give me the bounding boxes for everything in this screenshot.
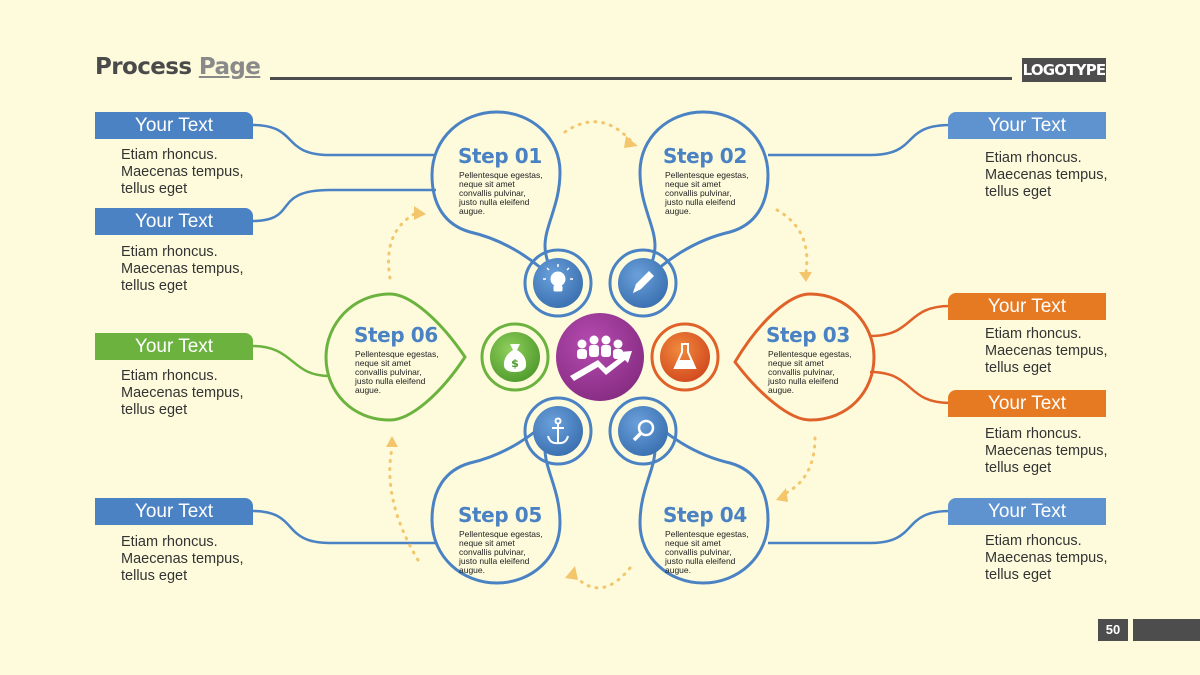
flow-arrow	[388, 446, 420, 562]
flask-icon	[673, 343, 697, 369]
icon-ring	[608, 396, 678, 466]
callout-text: Etiam rhoncus. Maecenas tempus, tellus e…	[121, 244, 244, 294]
step-loop-05	[430, 410, 562, 585]
step-text-03: Pellentesque egestas, neque sit amet con…	[768, 349, 852, 395]
callout-tag: Your Text	[95, 112, 253, 139]
flow-arrowhead	[565, 566, 578, 580]
flow-arrow	[780, 436, 817, 497]
callout-text: Etiam rhoncus. Maecenas tempus, tellus e…	[121, 147, 244, 197]
magnifier-icon	[632, 419, 655, 442]
connector-line	[768, 509, 951, 545]
step-loop-01	[430, 110, 562, 285]
callout-tag: Your Text	[95, 208, 253, 235]
icon-ring	[608, 248, 678, 318]
step-title-05: Step 05	[458, 503, 542, 527]
connector-line	[251, 188, 436, 223]
page-title: Process Page	[95, 52, 261, 82]
flow-arrow	[570, 566, 632, 590]
flow-arrowhead	[776, 488, 788, 502]
step-text-05: Pellentesque egestas, neque sit amet con…	[459, 529, 543, 575]
connector-line	[768, 123, 951, 157]
connector-line	[251, 123, 436, 157]
step-title-03: Step 03	[766, 323, 850, 347]
step-loop-02	[638, 110, 770, 285]
callout-tag: Your Text	[948, 293, 1106, 320]
step-title-06: Step 06	[354, 323, 438, 347]
step-text-04: Pellentesque egestas, neque sit amet con…	[665, 529, 749, 575]
icon-ring	[480, 322, 550, 392]
connector-line	[251, 344, 331, 378]
icon-ring	[523, 248, 593, 318]
callout-text: Etiam rhoncus. Maecenas tempus, tellus e…	[985, 426, 1108, 476]
flow-arrow	[563, 120, 632, 142]
svg-text:$: $	[511, 357, 519, 370]
step-title-01: Step 01	[458, 144, 542, 168]
page-number: 50	[1098, 619, 1128, 641]
team-growth-icon	[570, 335, 632, 381]
connector-line	[869, 370, 951, 405]
lightbulb-icon	[543, 264, 573, 292]
callout-tag: Your Text	[95, 498, 253, 525]
callout-text: Etiam rhoncus. Maecenas tempus, tellus e…	[985, 533, 1108, 583]
callout-tag: Your Text	[95, 333, 253, 360]
flow-arrowhead	[386, 436, 398, 447]
flow-arrowhead	[414, 206, 426, 220]
step-text-06: Pellentesque egestas, neque sit amet con…	[355, 349, 439, 395]
step-title-02: Step 02	[663, 144, 747, 168]
logo: LOGOTYPE	[1022, 58, 1106, 82]
step-loop-06	[324, 292, 467, 422]
connector-line	[869, 304, 951, 338]
callout-text: Etiam rhoncus. Maecenas tempus, tellus e…	[985, 150, 1108, 200]
page-title-accent: Page	[198, 54, 261, 80]
step-text-01: Pellentesque egestas, neque sit amet con…	[459, 170, 543, 216]
callout-text: Etiam rhoncus. Maecenas tempus, tellus e…	[985, 326, 1108, 376]
callout-text: Etiam rhoncus. Maecenas tempus, tellus e…	[121, 368, 244, 418]
step-loop-03	[733, 292, 876, 422]
flow-arrowhead	[624, 136, 638, 148]
flow-arrow	[387, 210, 420, 280]
callout-tag: Your Text	[948, 112, 1106, 139]
callout-text: Etiam rhoncus. Maecenas tempus, tellus e…	[121, 534, 244, 584]
flow-arrow	[775, 208, 809, 274]
flow-arrowhead	[799, 272, 812, 282]
step-text-02: Pellentesque egestas, neque sit amet con…	[665, 170, 749, 216]
money-bag-icon: $	[503, 344, 527, 372]
connector-line	[251, 509, 436, 545]
title-underline	[270, 77, 1012, 80]
icon-ring	[523, 396, 593, 466]
callout-tag: Your Text	[948, 390, 1106, 417]
page-number-bar	[1133, 619, 1200, 641]
anchor-icon	[547, 417, 569, 445]
step-loop-04	[638, 410, 770, 585]
step-title-04: Step 04	[663, 503, 747, 527]
callout-tag: Your Text	[948, 498, 1106, 525]
page-title-main: Process	[95, 54, 199, 80]
icon-ring	[650, 322, 720, 392]
pencil-icon	[633, 271, 654, 293]
